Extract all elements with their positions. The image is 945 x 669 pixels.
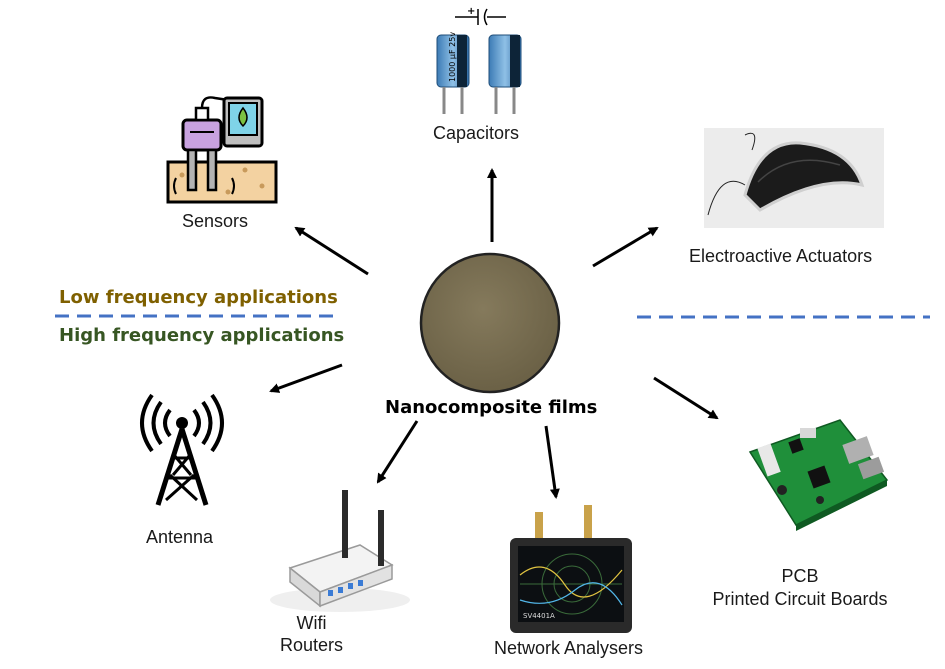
low-frequency-label: Low frequency applications [59,287,338,308]
arrow-to-sensors [294,226,369,276]
arrow-to-routers [376,420,419,484]
capacitors-label: Capacitors [433,123,520,143]
network-analysers-label: Network Analysers [494,638,644,658]
arrow-to-analysers [544,425,560,499]
capacitors-icon: + [436,6,522,114]
pcb-label-line2: Printed Circuit Boards [712,589,888,609]
sensors-label: Sensors [182,211,249,231]
routers-label-line1: Wifi [296,613,327,633]
nanocomposite-films-label: Nanocomposite films [385,397,598,418]
arrows [269,168,719,499]
network-analyser-photo [510,505,632,633]
routers-label: Wifi Routers [280,612,343,656]
arrow-to-actuators [592,226,659,268]
actuators-label: Electroactive Actuators [689,246,873,266]
pcb-photo [748,419,889,531]
svg-text:+: + [467,6,475,17]
sensors-icon [166,96,278,204]
analyser-screen-text: SV4401A [523,612,555,620]
pcb-label-line1: PCB [781,566,819,586]
capacitor-rating-text: 1000 µF 25v [448,32,457,82]
nanocomposite-film-disk [419,252,561,394]
pcb-label: PCB Printed Circuit Boards [700,565,900,611]
arrow-to-pcb [653,376,719,420]
routers-label-line2: Routers [280,635,344,655]
arrow-to-antenna [269,363,343,393]
actuator-photo [704,128,884,228]
antenna-icon [140,393,224,506]
antenna-label: Antenna [146,527,214,547]
router-icon [270,490,410,612]
high-frequency-label: High frequency applications [59,325,345,346]
